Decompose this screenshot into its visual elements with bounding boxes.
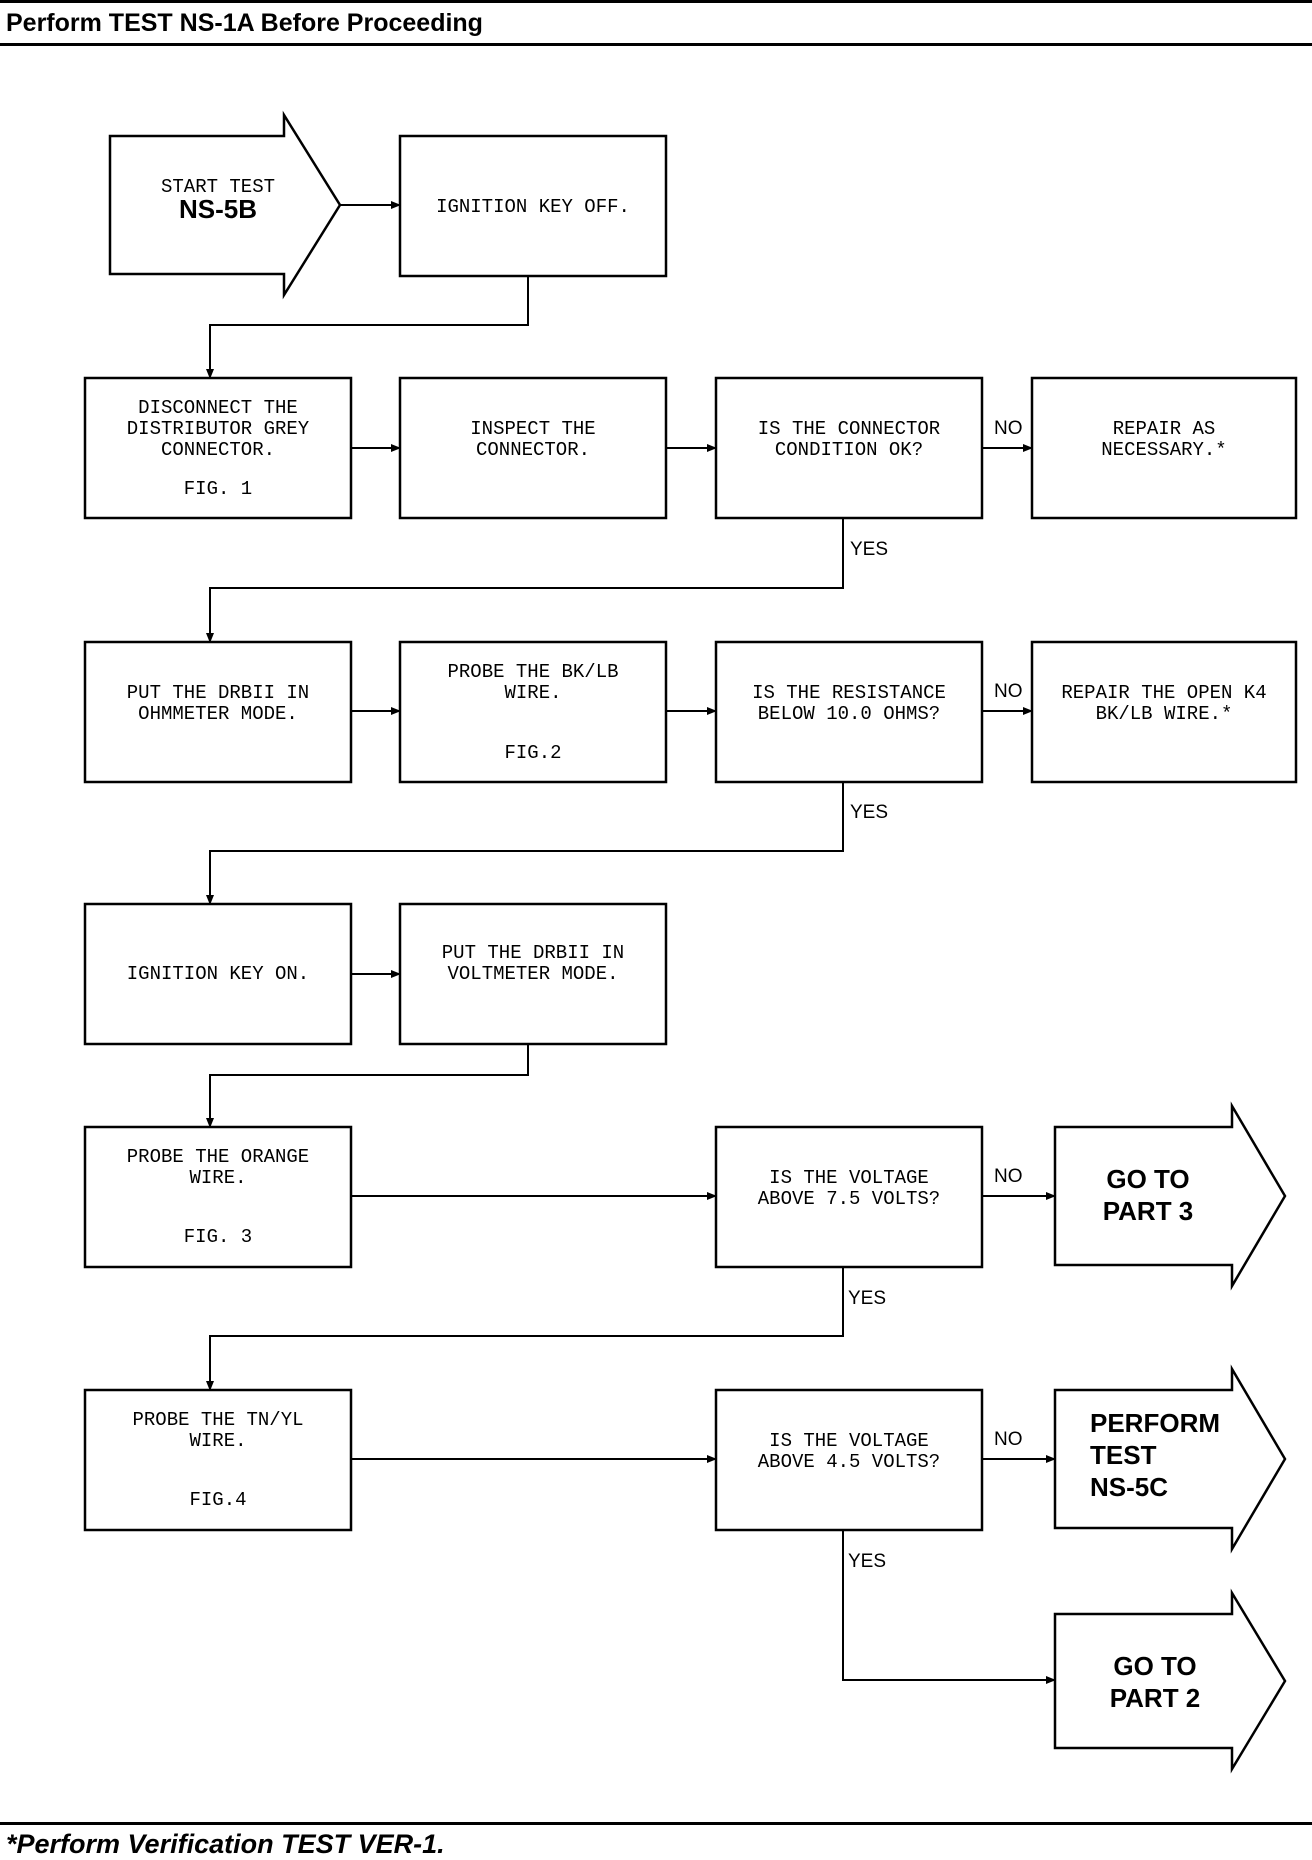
voltage-75-line-1: IS THE VOLTAGE (769, 1167, 929, 1189)
connector-yes-to-tnyl (206, 1267, 844, 1391)
perform-ns5c-arrow-shape (1053, 1364, 1287, 1554)
probe-orange-line-1: PROBE THE ORANGE (127, 1146, 309, 1168)
no-label-voltage-75: NO (994, 1166, 1023, 1187)
probe-bklb-line-2: WIRE. (504, 682, 561, 704)
resistance-question-line-1: IS THE RESISTANCE (752, 682, 946, 704)
perform-ns5c-line-1: PERFORM (1090, 1408, 1220, 1438)
repair-line-2: NECESSARY.* (1101, 439, 1226, 461)
probe-bklb-box (398, 640, 668, 784)
perform-ns5c-line-3: NS-5C (1090, 1472, 1168, 1502)
inspect-connector-box (398, 376, 668, 520)
verification-note: *Perform Verification TEST VER-1. (6, 1829, 445, 1859)
goto-part3-line-1: GO TO (1106, 1164, 1189, 1194)
probe-tnyl-line-1: PROBE THE TN/YL (132, 1409, 303, 1431)
repair-line-1: REPAIR AS (1113, 418, 1216, 440)
ohmmeter-line-1: PUT THE DRBII IN (127, 682, 309, 704)
probe-tnyl-line-2: WIRE. (189, 1430, 246, 1452)
start-label: START TEST (161, 176, 275, 198)
no-label-voltage-45: NO (994, 1429, 1023, 1450)
no-label-resistance: NO (994, 681, 1023, 702)
connector-yes-to-key-on (206, 782, 844, 905)
voltmeter-line-2: VOLTMETER MODE. (447, 963, 618, 985)
page-header: Perform TEST NS-1A Before Proceeding (0, 0, 1312, 46)
resistance-question-line-2: BELOW 10.0 OHMS? (758, 703, 940, 725)
start-arrow-shape (108, 110, 342, 300)
goto-part2-arrow-shape (1053, 1588, 1287, 1774)
voltage-75-line-2: ABOVE 7.5 VOLTS? (758, 1188, 940, 1210)
disconnect-line-2: DISTRIBUTOR GREY (127, 418, 310, 440)
connector-voltmeter-to-orange (206, 1044, 529, 1128)
connector-yes-to-part2 (842, 1530, 1056, 1684)
yes-label-voltage-45: YES (848, 1551, 886, 1572)
probe-orange-box (83, 1125, 353, 1269)
goto-part2-line-1: GO TO (1113, 1651, 1196, 1681)
fig-2-label: FIG.2 (504, 742, 561, 764)
goto-part3-arrow-shape (1053, 1101, 1287, 1291)
page-title: Perform TEST NS-1A Before Proceeding (6, 9, 483, 37)
ignition-key-on-text: IGNITION KEY ON. (127, 963, 309, 985)
perform-ns5c-line-2: TEST (1090, 1440, 1157, 1470)
connector-yes-to-ohmmeter (206, 518, 844, 643)
voltage-75-question-box (714, 1125, 984, 1269)
start-test-id: NS-5B (179, 194, 257, 224)
yes-label-voltage-75: YES (848, 1288, 886, 1309)
connector-ok-question-box (714, 376, 984, 520)
ohmmeter-line-2: OHMMETER MODE. (138, 703, 298, 725)
page-footer: *Perform Verification TEST VER-1. (0, 1822, 1312, 1860)
voltmeter-line-1: PUT THE DRBII IN (442, 942, 624, 964)
no-label-connector: NO (994, 418, 1023, 439)
repair-open-line-1: REPAIR THE OPEN K4 (1061, 682, 1266, 704)
yes-label-resistance: YES (850, 802, 888, 823)
goto-part2-line-2: PART 2 (1110, 1683, 1201, 1713)
probe-bklb-line-1: PROBE THE BK/LB (447, 661, 618, 683)
disconnect-line-3: CONNECTOR. (161, 439, 275, 461)
repair-open-line-2: BK/LB WIRE.* (1096, 703, 1233, 725)
voltage-45-line-2: ABOVE 4.5 VOLTS? (758, 1451, 940, 1473)
probe-orange-line-2: WIRE. (189, 1167, 246, 1189)
probe-tnyl-box (83, 1388, 353, 1532)
ohmmeter-mode-box (83, 640, 353, 784)
repair-as-necessary-box (1030, 376, 1298, 520)
voltage-45-line-1: IS THE VOLTAGE (769, 1430, 929, 1452)
fig-4-label: FIG.4 (189, 1489, 246, 1511)
fig-1-label: FIG. 1 (184, 478, 252, 500)
voltage-45-question-box (714, 1388, 984, 1532)
fig-3-label: FIG. 3 (184, 1226, 252, 1248)
inspect-line-1: INSPECT THE (470, 418, 595, 440)
connector-key-off-to-disconnect (206, 276, 529, 379)
disconnect-connector-box (83, 376, 353, 520)
voltmeter-mode-box (398, 902, 668, 1046)
connector-question-line-1: IS THE CONNECTOR (758, 418, 940, 440)
ignition-key-on-box (83, 902, 353, 1046)
goto-part3-line-2: PART 3 (1103, 1196, 1194, 1226)
inspect-line-2: CONNECTOR. (476, 439, 590, 461)
disconnect-line-1: DISCONNECT THE (138, 397, 298, 419)
ignition-key-off-text: IGNITION KEY OFF. (436, 196, 630, 218)
connector-question-line-2: CONDITION OK? (775, 439, 923, 461)
repair-open-wire-box (1030, 640, 1298, 784)
yes-label-connector: YES (850, 539, 888, 560)
